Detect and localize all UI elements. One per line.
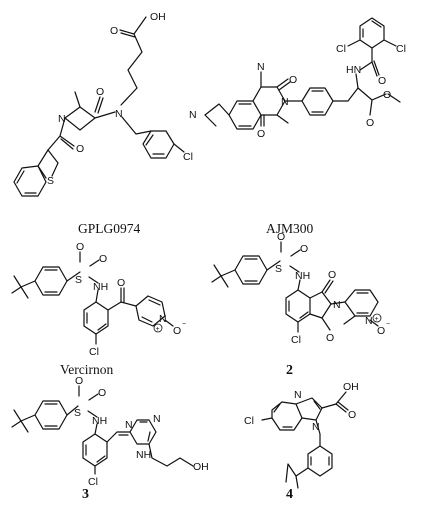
atom-o: O: [383, 89, 391, 101]
atom-n: N: [153, 413, 161, 425]
atom-oh: OH: [343, 381, 359, 393]
atom-s: S: [275, 263, 282, 275]
caption-vercirnon: Vercirnon: [60, 362, 113, 377]
caption-gplg0974: GPLG0974: [78, 221, 141, 236]
atom-nh: NH: [93, 281, 108, 293]
compound-2: S O O NH O O N N + O − Cl 2: [211, 231, 390, 378]
atom-o: O: [289, 74, 297, 86]
compound-3: S O O NH N N NH OH Cl 3: [11, 375, 209, 502]
caption-4: 4: [286, 487, 293, 502]
charge-plus: +: [375, 316, 379, 323]
atom-n: N: [58, 113, 66, 125]
atom-nh: NH: [92, 415, 107, 427]
atom-cl: Cl: [244, 415, 254, 427]
atom-cl: Cl: [396, 43, 406, 55]
atom-n: N: [125, 419, 133, 431]
atom-s: S: [74, 407, 81, 419]
caption-3: 3: [82, 487, 89, 502]
atom-n: N: [365, 315, 373, 327]
atom-s: S: [75, 274, 82, 286]
atom-o: O: [117, 277, 125, 289]
atom-o: O: [173, 325, 181, 337]
atom-o: O: [98, 387, 106, 399]
atom-o: O: [300, 243, 308, 255]
atom-o: O: [76, 241, 84, 253]
atom-oh: OH: [193, 461, 209, 473]
caption-ajm300: AJM300: [266, 221, 314, 236]
atom-o: O: [75, 375, 83, 387]
compound-gplg0974: OH O O N N O S Cl GPLG0974: [13, 11, 193, 236]
atom-nh: NH: [295, 270, 310, 282]
atom-cl: Cl: [291, 334, 301, 346]
atom-cl: Cl: [183, 151, 193, 163]
atom-cl: Cl: [89, 346, 99, 358]
compound-vercirnon: S O O NH O N + O − Cl Vercirnon: [11, 241, 186, 377]
atom-n: N: [189, 109, 197, 121]
caption-2: 2: [286, 363, 293, 378]
atom-n: N: [333, 299, 341, 311]
atom-n: N: [281, 96, 289, 108]
atom-n: N: [257, 61, 265, 73]
atom-cl: Cl: [336, 43, 346, 55]
compound-ajm300: N N O N O Cl Cl HN O O O AJM300: [189, 17, 406, 236]
atom-o: O: [377, 325, 385, 337]
atom-o: O: [378, 75, 386, 87]
atom-hn: HN: [346, 64, 361, 76]
atom-n: N: [115, 108, 123, 120]
atom-o: O: [110, 25, 118, 37]
charge-minus: −: [386, 321, 390, 328]
atom-o: O: [277, 231, 285, 243]
atom-o: O: [76, 143, 84, 155]
atom-n: N: [312, 421, 320, 433]
atom-o: O: [257, 128, 265, 140]
atom-oh: OH: [150, 11, 166, 23]
atom-o: O: [348, 409, 356, 421]
atom-o: O: [96, 86, 104, 98]
atom-o: O: [328, 269, 336, 281]
charge-minus: −: [182, 321, 186, 328]
atom-nh: NH: [136, 449, 151, 461]
atom-n: N: [159, 313, 167, 325]
atom-s: S: [47, 175, 54, 187]
compound-4: N Cl N OH O 4: [244, 381, 359, 502]
charge-plus: +: [156, 326, 160, 333]
atom-o: O: [326, 332, 334, 344]
atom-o: O: [366, 117, 374, 129]
atom-n: N: [294, 389, 302, 401]
atom-o: O: [99, 253, 107, 265]
atom-cl: Cl: [88, 476, 98, 488]
